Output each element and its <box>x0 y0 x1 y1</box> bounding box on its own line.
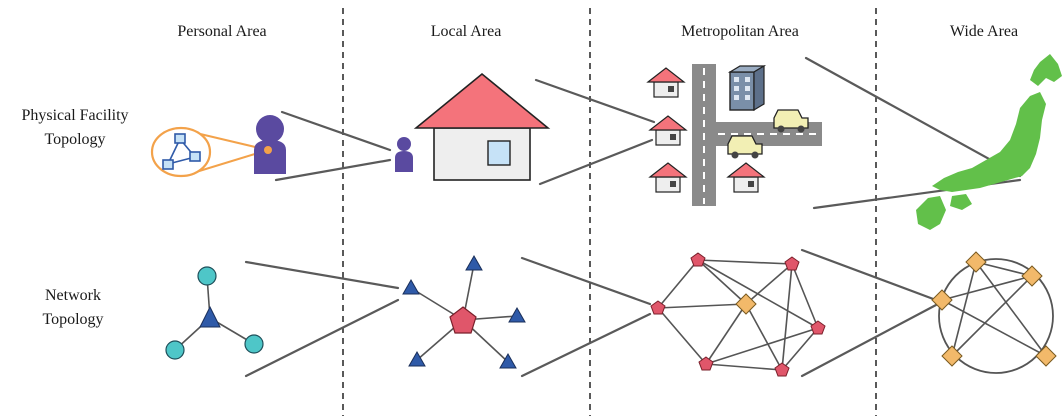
row-label-physical: Physical Facility Topology <box>0 104 150 152</box>
pentagon-node <box>784 256 800 271</box>
row-label-network-line2: Topology <box>42 311 104 328</box>
car-icon-right <box>773 109 809 133</box>
triangle-node <box>402 278 420 295</box>
row-label-physical-line1: Physical Facility <box>21 107 129 124</box>
local-network <box>402 254 526 369</box>
connector-local-metro-bottom <box>538 138 654 186</box>
pentagon-node <box>690 252 706 267</box>
triangle-node <box>408 350 426 367</box>
triangle-node <box>465 254 483 271</box>
cyan-node <box>244 334 264 354</box>
building-icon <box>727 64 767 112</box>
zoom-connectors <box>244 56 1022 378</box>
person-icon-large <box>254 115 286 174</box>
diamond-node <box>965 251 987 273</box>
row-label-network: Network Topology <box>0 284 148 332</box>
metro-physical <box>646 64 822 206</box>
pentagon-node <box>774 362 790 377</box>
local-physical <box>395 72 551 181</box>
small-house-4 <box>726 162 766 193</box>
metro-network <box>650 252 826 377</box>
house-icon <box>413 72 551 181</box>
diamond-node <box>1021 265 1043 287</box>
connector-personal-local-bottom <box>274 158 392 182</box>
row-label-physical-line2: Topology <box>44 131 106 148</box>
ring-backbone <box>938 258 1054 374</box>
personal-physical <box>150 115 286 178</box>
diamond-node <box>931 289 953 311</box>
connector-net-metro-wide-bottom <box>800 303 938 378</box>
connector-net-metro-wide-top <box>800 248 938 302</box>
small-house-1 <box>646 67 686 98</box>
diamond-node <box>735 293 757 315</box>
person-icon-small <box>395 137 413 172</box>
connector-net-personal-local-top <box>244 260 400 290</box>
pentagon-node <box>698 356 714 371</box>
pentagon-node <box>650 300 666 315</box>
pentagon-node <box>810 320 826 335</box>
diamond-node <box>1035 345 1057 367</box>
device-dot <box>264 146 272 154</box>
pentagon-hub-node <box>449 306 477 334</box>
triangle-node <box>508 306 526 323</box>
column-header-local: Local Area <box>430 23 502 40</box>
cyan-node <box>197 266 217 286</box>
connector-net-local-metro-bottom <box>520 312 652 378</box>
connector-personal-local-top <box>280 110 392 152</box>
wide-network <box>931 251 1057 374</box>
column-header-metro: Metropolitan Area <box>681 23 799 40</box>
small-house-2 <box>648 115 688 146</box>
device-network-icon <box>162 133 201 170</box>
personal-network <box>165 266 264 360</box>
column-header-personal: Personal Area <box>177 23 267 40</box>
diamond-node <box>941 345 963 367</box>
car-icon-left <box>727 135 763 159</box>
connector-net-personal-local-bottom <box>244 298 400 378</box>
japan-map-icon <box>916 54 1062 230</box>
column-dividers <box>342 8 877 416</box>
row-label-network-line1: Network <box>45 287 101 304</box>
cyan-node <box>165 340 185 360</box>
connector-local-metro-top <box>534 78 656 124</box>
triangle-hub-node <box>199 305 221 328</box>
triangle-node <box>499 352 517 369</box>
column-header-wide: Wide Area <box>949 23 1019 40</box>
connector-net-local-metro-top <box>520 256 652 306</box>
small-house-3 <box>648 162 688 193</box>
connector-metro-wide-top <box>804 56 1022 178</box>
